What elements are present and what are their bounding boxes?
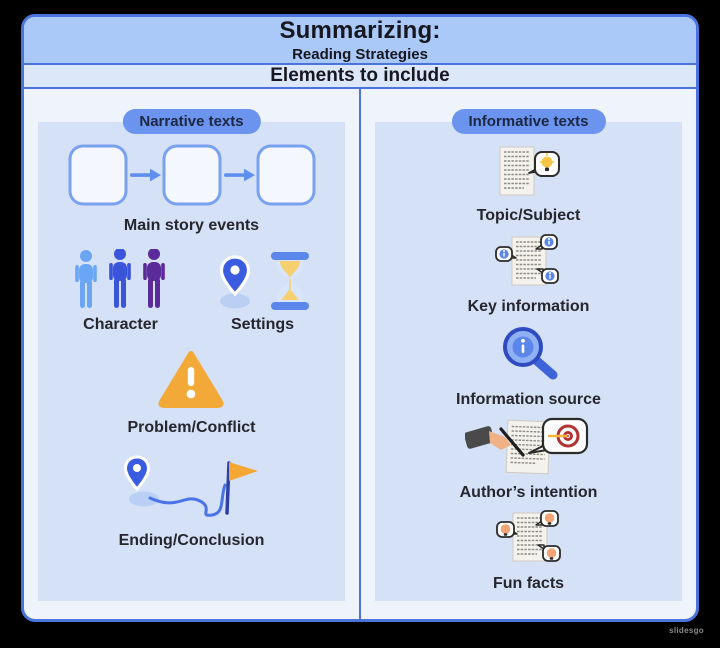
topic-subject-block: Topic/Subject xyxy=(476,144,581,225)
document-info-icon xyxy=(495,233,561,294)
subtitle: Reading Strategies xyxy=(292,46,428,63)
informative-panel: Informative texts xyxy=(375,109,682,601)
location-pin-icon xyxy=(214,253,256,316)
item-label: Main story events xyxy=(123,217,260,234)
key-information-block: Key information xyxy=(467,233,590,316)
watermark: slidesgo xyxy=(669,626,704,635)
item-label: Key information xyxy=(467,298,590,315)
item-label: Ending/Conclusion xyxy=(118,532,265,549)
story-sequence-icon xyxy=(68,144,316,211)
authors-intention-block: Author’s intention xyxy=(459,417,598,502)
informative-texts-badge: Informative texts xyxy=(451,109,606,134)
narrative-texts-badge: Narrative texts xyxy=(122,109,261,134)
settings-block: Settings xyxy=(214,251,312,334)
fun-facts-block: Fun facts xyxy=(493,510,564,593)
item-label: Information source xyxy=(456,391,601,408)
section-band: Elements to include xyxy=(24,65,696,89)
document-funfacts-icon xyxy=(495,510,562,571)
item-label: Topic/Subject xyxy=(476,207,581,224)
item-label: Settings xyxy=(230,316,295,333)
character-block: Character xyxy=(72,248,170,334)
item-label: Fun facts xyxy=(492,575,565,592)
information-source-block: Information source xyxy=(456,324,601,409)
infographic-card: Summarizing: Reading Strategies Elements… xyxy=(21,14,699,622)
item-label: Author’s intention xyxy=(459,484,598,501)
magnifier-info-icon xyxy=(497,324,561,387)
document-idea-icon xyxy=(496,144,562,203)
warning-triangle-icon xyxy=(158,350,225,413)
journey-flag-icon xyxy=(112,451,272,526)
item-label: Problem/Conflict xyxy=(127,419,256,436)
main-story-events-block: Main story events xyxy=(68,144,316,235)
author-writing-icon xyxy=(464,417,591,480)
section-title: Elements to include xyxy=(270,65,450,86)
main-title: Summarizing: xyxy=(279,17,441,44)
header: Summarizing: Reading Strategies xyxy=(24,17,696,65)
ending-conclusion-block: Ending/Conclusion xyxy=(112,451,272,550)
informative-cell: Informative texts xyxy=(361,89,696,619)
narrative-cell: Narrative texts xyxy=(24,89,361,619)
narrative-panel: Narrative texts xyxy=(38,109,345,601)
hourglass-icon xyxy=(268,251,312,316)
item-label: Character xyxy=(83,316,158,333)
characters-icon xyxy=(72,248,170,316)
character-settings-row: Character xyxy=(72,248,312,334)
problem-conflict-block: Problem/Conflict xyxy=(127,350,256,437)
columns: Narrative texts xyxy=(24,89,696,619)
